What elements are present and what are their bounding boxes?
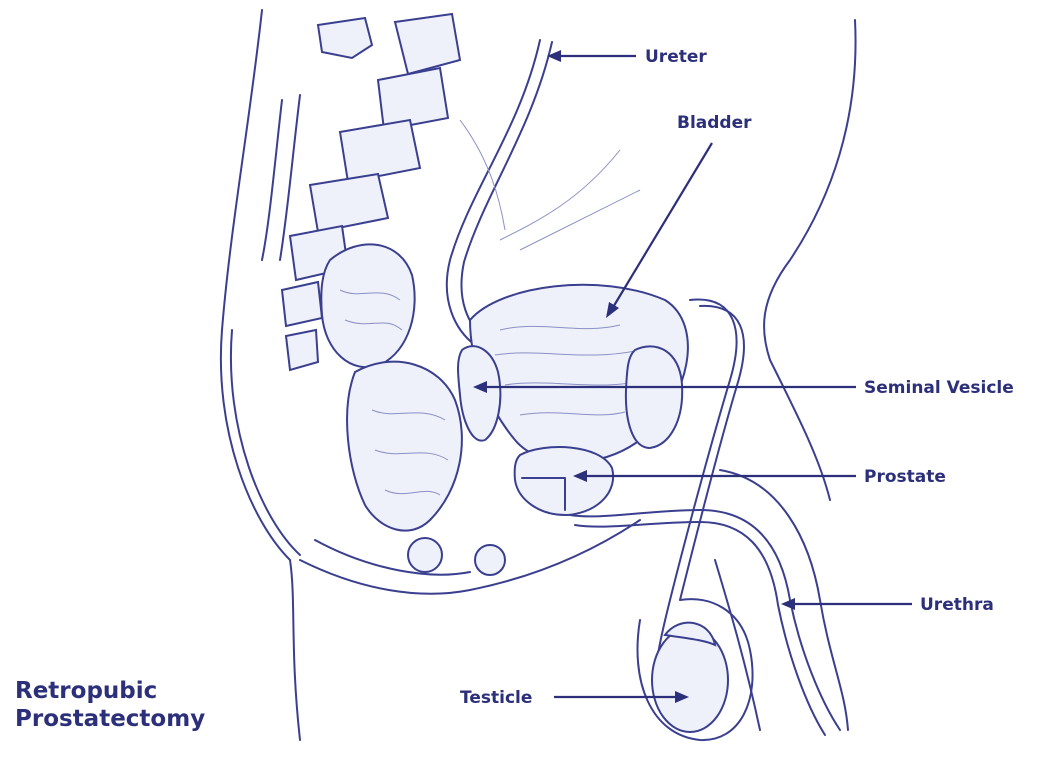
anus (408, 538, 442, 572)
label-prostate: Prostate (864, 467, 946, 487)
prostate-organ (515, 447, 613, 515)
testicle-organ (652, 628, 728, 732)
penis-outline (720, 470, 848, 730)
urethra-arrowhead (781, 598, 795, 610)
rectum (321, 244, 414, 367)
label-ureter: Ureter (645, 47, 707, 67)
abdomen-outline (764, 20, 856, 500)
bladder-leader (612, 143, 712, 309)
anatomy-illustration (221, 10, 856, 740)
perineum-inner (315, 540, 470, 575)
bulb (475, 545, 505, 575)
title-line-2: Prostatectomy (15, 705, 205, 733)
body-back-outline (221, 10, 300, 740)
label-seminal-vesicle: Seminal Vesicle (864, 378, 1014, 398)
diagram-title: Retropubic Prostatectomy (15, 677, 205, 733)
pubic-bone (626, 346, 682, 448)
title-line-1: Retropubic (15, 677, 205, 705)
label-testicle: Testicle (460, 688, 532, 708)
label-urethra: Urethra (920, 595, 994, 615)
rectum-lower (347, 362, 462, 531)
label-bladder: Bladder (677, 113, 752, 133)
seminal-vesicle-organ (458, 346, 500, 441)
